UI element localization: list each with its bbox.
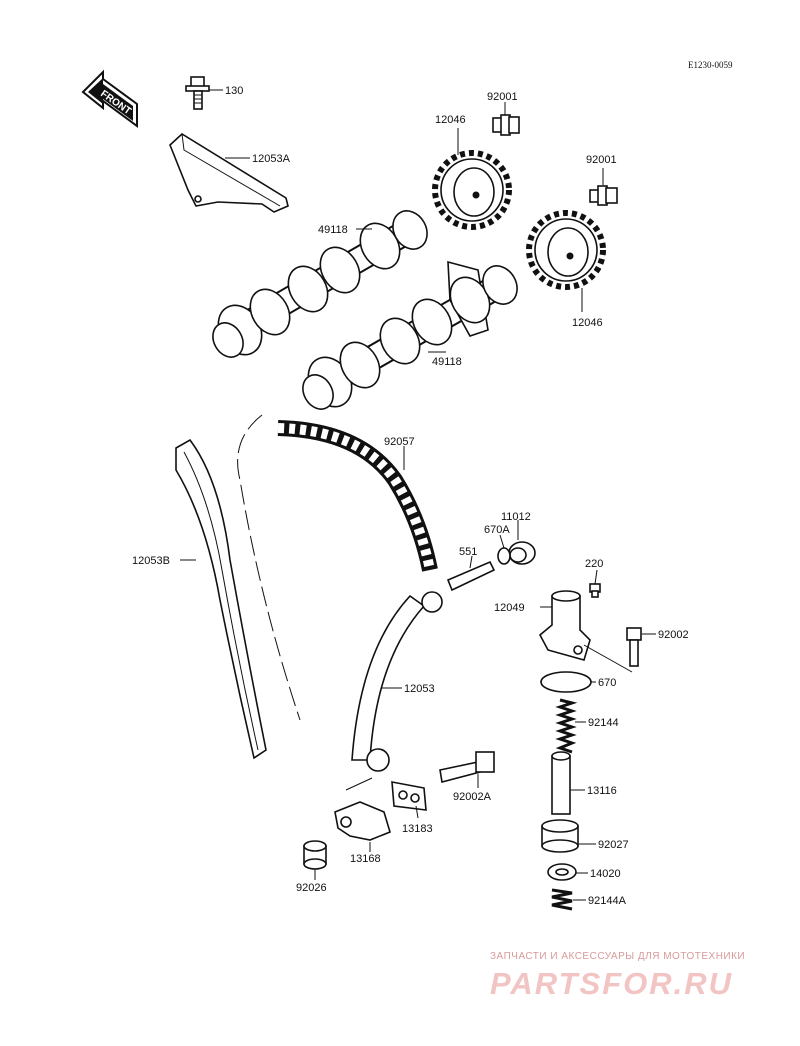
label-92002: 92002 <box>658 629 689 641</box>
label-12049: 12049 <box>494 602 525 614</box>
part-92144A-spring <box>551 888 573 911</box>
part-92002A-bolt <box>439 751 495 783</box>
part-49118-camshaft-lower <box>302 260 518 410</box>
label-92026: 92026 <box>296 882 327 894</box>
label-92057: 92057 <box>384 436 415 448</box>
part-220-screw <box>589 583 601 598</box>
part-92001-bolt-lower <box>589 185 618 206</box>
label-670A: 670A <box>484 524 510 536</box>
label-14020: 14020 <box>590 868 621 880</box>
label-92027: 92027 <box>598 839 629 851</box>
part-12046-sprocket-lower <box>526 210 606 290</box>
part-92026-bushing <box>303 840 327 870</box>
part-92001-bolt-upper <box>492 114 520 136</box>
label-11012: 11012 <box>501 511 531 523</box>
diagram-ref-code: E1230-0059 <box>688 60 733 70</box>
label-92144: 92144 <box>588 717 619 729</box>
label-12053: 12053 <box>404 683 435 695</box>
label-13183: 13183 <box>402 823 433 835</box>
label-92002A: 92002A <box>453 791 492 803</box>
part-12053B-chain-guide <box>175 438 267 760</box>
label-49118-upper: 49118 <box>318 224 348 236</box>
label-12046-lower: 12046 <box>572 317 603 329</box>
watermark-logo: PARTSFOR.RU <box>490 966 734 1001</box>
label-551: 551 <box>459 546 477 558</box>
part-12046-sprocket-upper <box>432 150 512 230</box>
label-13116: 13116 <box>587 785 617 797</box>
label-12053B: 12053B <box>132 555 170 567</box>
part-13168-lever <box>334 777 391 841</box>
part-13116-push-rod <box>551 751 571 815</box>
part-670-oring <box>540 671 592 693</box>
part-92027-collar <box>541 819 579 853</box>
label-12053A: 12053A <box>252 153 291 165</box>
part-12049-tensioner-body <box>538 590 591 661</box>
label-670: 670 <box>598 677 616 689</box>
part-14020-bearing <box>547 863 577 881</box>
part-11012-cap <box>508 541 536 565</box>
part-92002-bolt <box>626 627 642 667</box>
part-92057-cam-chain <box>237 414 438 721</box>
label-49118-lower: 49118 <box>432 356 462 368</box>
front-arrow-icon: FRONT <box>81 69 138 128</box>
part-49118-camshaft-upper <box>212 210 428 358</box>
part-92144-spring <box>555 698 578 754</box>
label-92001-upper: 92001 <box>487 91 518 103</box>
label-220: 220 <box>585 558 603 570</box>
part-12053-chain-tensioner-guide <box>351 591 443 772</box>
part-13183-plate <box>391 781 427 811</box>
part-12053A-guide-cover <box>169 133 289 213</box>
label-130: 130 <box>225 85 243 97</box>
label-13168: 13168 <box>350 853 381 865</box>
label-92144A: 92144A <box>588 895 627 907</box>
label-92001-lower: 92001 <box>586 154 617 166</box>
part-551-pin <box>446 560 496 592</box>
watermark-tagline: ЗАПЧАСТИ И АКСЕССУАРЫ ДЛЯ МОТОТЕХНИКИ <box>490 951 746 962</box>
part-670A-oring <box>497 547 511 565</box>
part-130-bolt <box>185 76 210 110</box>
label-12046-upper: 12046 <box>435 114 466 126</box>
